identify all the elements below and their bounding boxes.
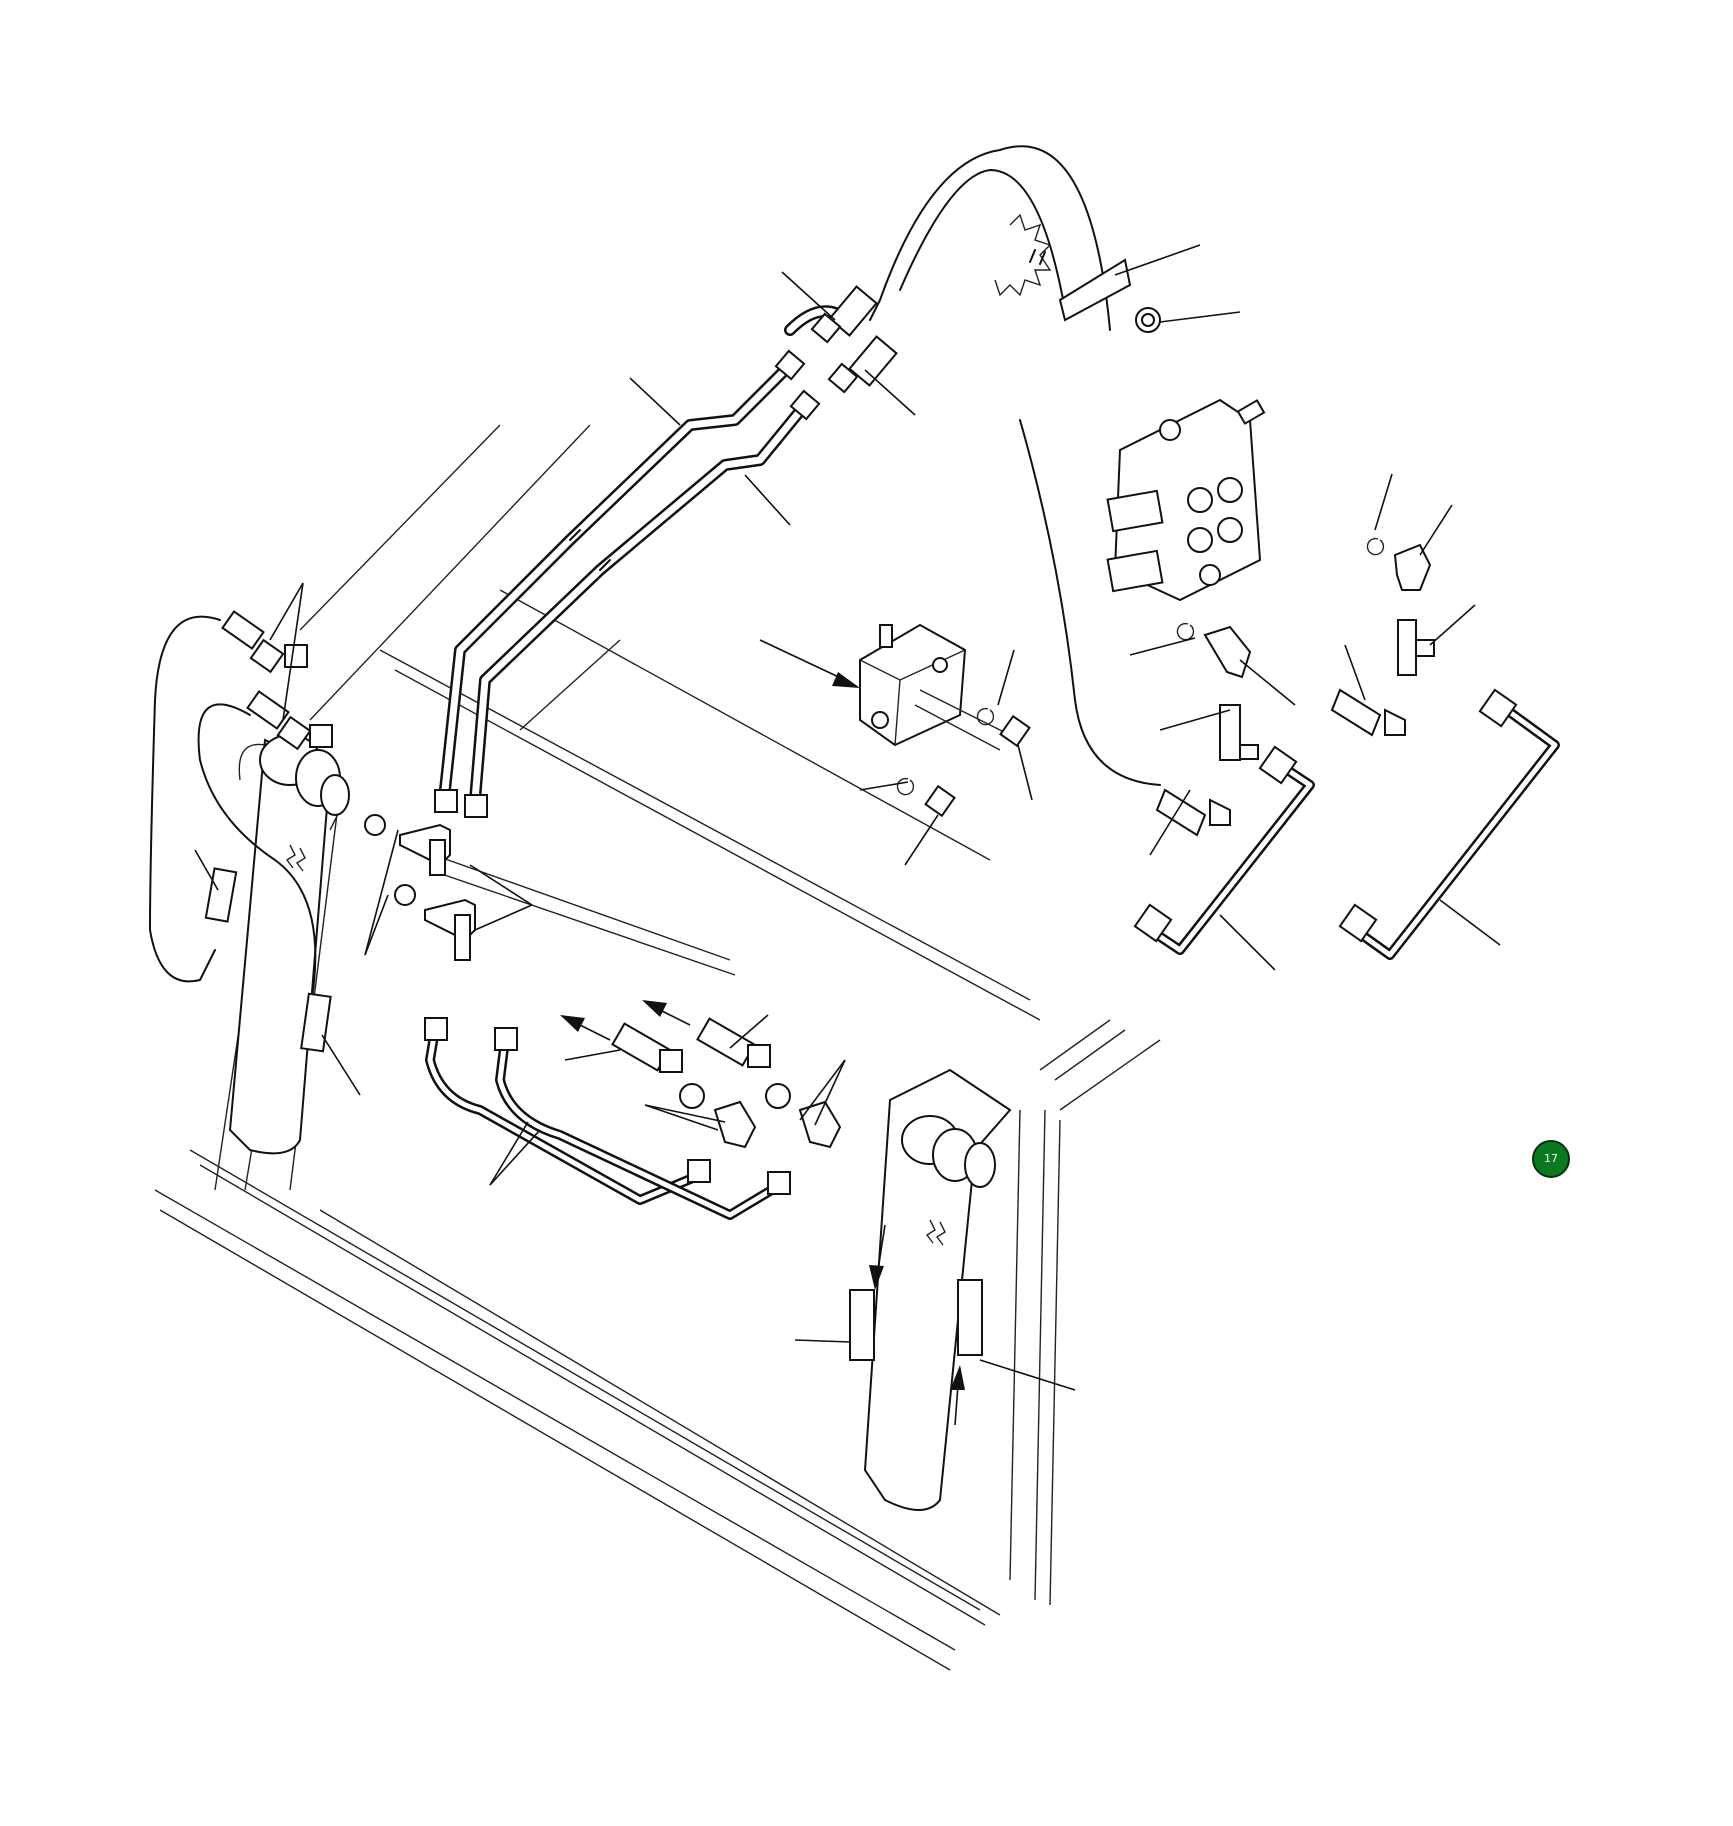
left-lift-cylinder	[228, 734, 350, 1155]
control-valve	[1106, 398, 1266, 602]
right-pipes	[1133, 688, 1560, 960]
right-fittings	[896, 537, 1435, 837]
long-pipes	[439, 359, 811, 806]
lower-fittings	[611, 1017, 842, 1149]
valve-block	[859, 623, 1011, 751]
lower-pipes	[424, 1017, 791, 1220]
hose-clamp	[994, 213, 1161, 333]
upper-couplings	[774, 285, 898, 421]
direction-arrows	[560, 639, 965, 1426]
right-lift-cylinder	[863, 1068, 1012, 1511]
leader-lines	[194, 244, 1501, 1391]
page-number-badge[interactable]: 17	[1532, 1140, 1570, 1178]
main-hose-bundle	[784, 145, 1161, 786]
center-tees	[364, 789, 488, 961]
right-cylinder-hoses	[849, 1279, 983, 1361]
